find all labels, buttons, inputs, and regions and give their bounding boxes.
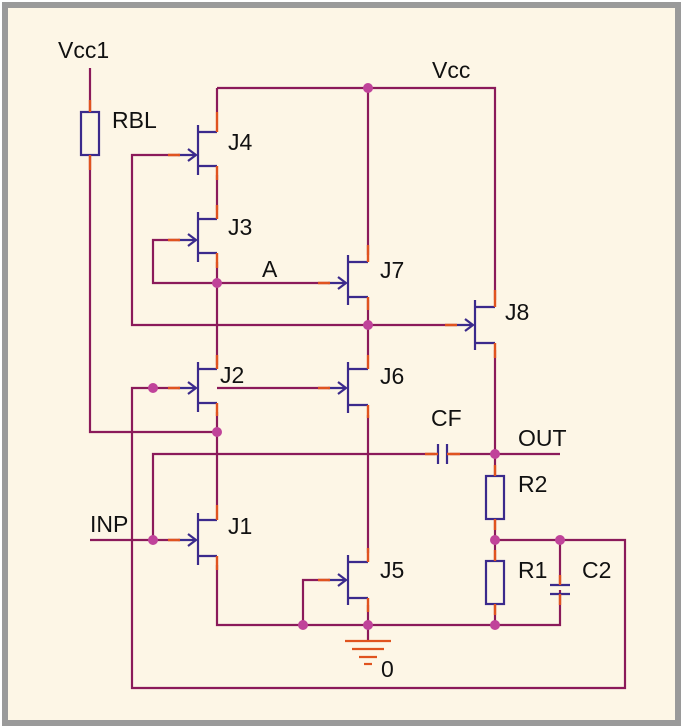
j4-label: J4 [228,129,253,155]
device-leads [88,100,562,615]
devices [79,110,570,606]
r1-label: R1 [518,557,547,583]
j3-label: J3 [228,214,252,240]
vcc-label: Vcc [432,57,470,83]
ground-symbol [345,639,391,666]
j4-channel [196,125,217,175]
j1-gate-arrow [178,533,198,547]
rbl-to-j2-wire [88,155,217,434]
j6-gate-arrow [328,381,348,395]
junction-node [363,320,373,330]
junction-node [490,620,500,630]
j1-bottom-wire [215,565,562,627]
j8-channel [473,300,495,350]
inp-label: INP [90,511,128,537]
j2-j6-gate-wire [130,386,627,690]
junction-node [212,427,222,437]
j7-channel [346,255,368,305]
junction-node [148,383,158,393]
j2-label: J2 [220,362,244,388]
j5-label: J5 [380,557,404,583]
j5-gate-arrow [328,573,348,587]
vcc-rail [217,86,497,300]
j2-channel [196,362,217,412]
out-label: OUT [518,425,567,451]
j3-channel [196,212,217,262]
j5-channel [346,555,368,605]
r2-label: R2 [518,471,547,497]
junction-node [363,83,373,93]
junction-nodes [148,83,565,630]
j7-label: J7 [380,257,404,283]
rbl-label: RBL [112,107,157,133]
lead [318,281,457,582]
cf-wire [151,452,435,540]
j8-gate-arrow [455,318,475,332]
junction-node [148,535,158,545]
cf-label: CF [431,405,462,431]
j3-gate-arrow [178,233,198,247]
j4-gate-arrow [178,148,198,162]
j1-label: J1 [228,513,252,539]
junction-node [298,620,308,630]
ground-label: 0 [381,656,394,682]
junction-node [490,535,500,545]
j2-gate-arrow [178,381,198,395]
node-a-label: A [262,256,278,282]
junction-node [212,278,222,288]
junction-node [490,449,500,459]
lead [168,153,180,542]
junction-node [363,620,373,630]
junction-node [555,535,565,545]
j4-j8-gate-wire [130,153,455,327]
j6-label: J6 [380,363,404,389]
c2-label: C2 [582,557,611,583]
vcc1-label: Vcc1 [58,37,109,63]
j6-channel [346,362,368,413]
j3-gate-loop [151,238,217,285]
j1-channel [196,513,217,565]
j8-label: J8 [505,299,529,325]
j7-gate-arrow [328,276,348,290]
